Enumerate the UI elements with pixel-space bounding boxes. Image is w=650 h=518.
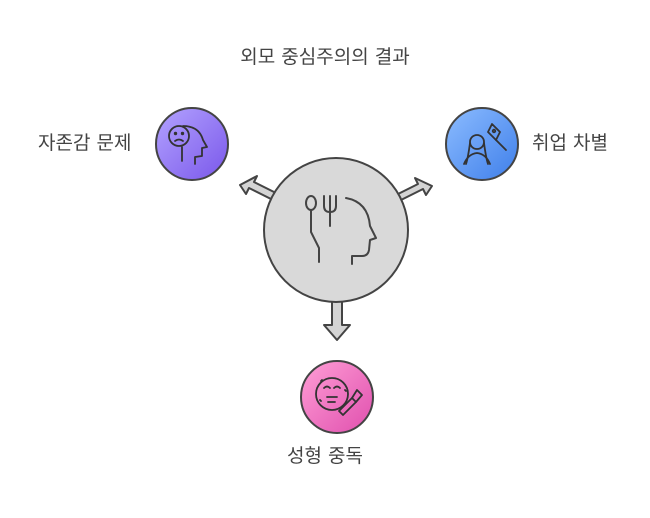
self-esteem-label: 자존감 문제 [38,132,132,154]
face-with-brush-icon [315,377,363,416]
person-with-tag-icon [463,123,507,165]
head-with-utensils-icon [305,195,377,265]
surgery-node [300,360,374,434]
employment-label: 취업 차별 [532,132,608,154]
center-node [263,157,409,303]
diagram-title: 외모 중심주의의 결과 [240,46,410,68]
arrow-to-surgery [323,297,351,341]
self-esteem-node [155,107,229,181]
sad-face-head-icon [168,125,208,165]
surgery-label: 성형 중독 [287,445,363,467]
employment-node [445,107,519,181]
